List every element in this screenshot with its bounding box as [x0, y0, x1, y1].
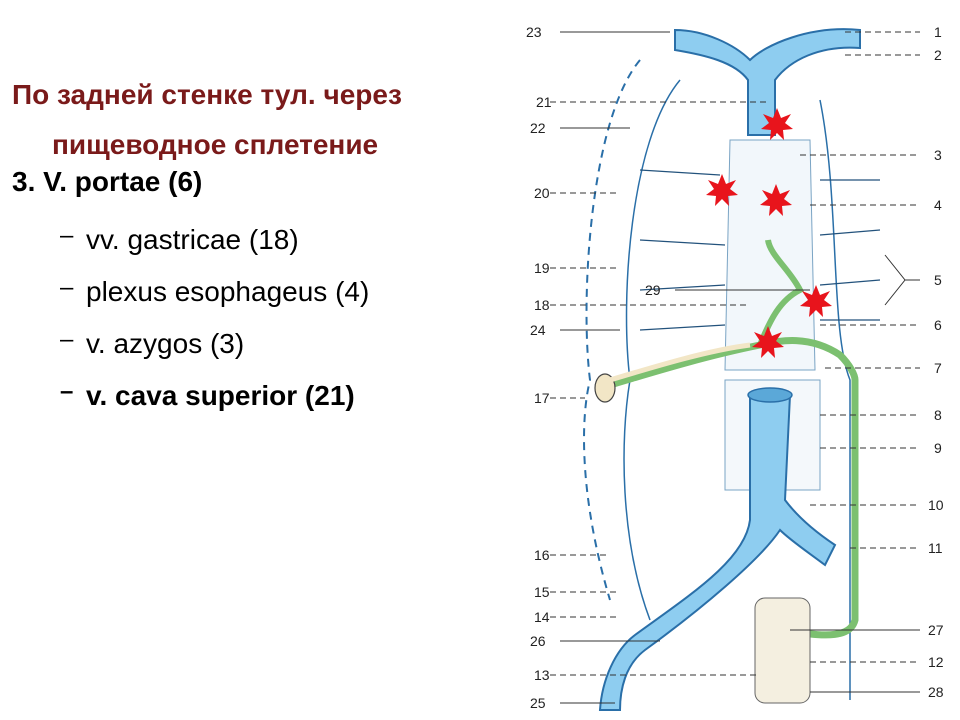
label-8: 8: [934, 407, 942, 423]
label-19: 19: [534, 260, 550, 276]
red-star-marker-3: [760, 184, 792, 216]
label-28: 28: [928, 684, 944, 700]
red-star-marker-2: [706, 174, 738, 206]
list-item: –vv. gastricae (18): [60, 222, 299, 255]
list-item: –v. cava superior (21): [60, 378, 355, 411]
label-22: 22: [530, 120, 546, 136]
label-24: 24: [530, 322, 546, 338]
label-16: 16: [534, 547, 550, 563]
label-27: 27: [928, 622, 944, 638]
intercostal-branches: [639, 169, 881, 331]
section-heading: 3. V. portae (6): [12, 166, 203, 197]
label-23: 23: [526, 24, 542, 40]
label-25: 25: [530, 695, 546, 711]
leader-lines: [550, 31, 920, 676]
vena-cava-inferior: [598, 394, 837, 711]
red-star-marker-5: [752, 326, 784, 358]
body-wall-outline: [623, 79, 681, 621]
label-7: 7: [934, 360, 942, 376]
label-5: 5: [934, 272, 942, 288]
list-item: –plexus esophageus (4): [60, 274, 370, 307]
label-13: 13: [534, 667, 550, 683]
label-11: 11: [928, 540, 943, 556]
label-29: 29: [645, 282, 661, 298]
slide-title: По задней стенке тул. через пищеводное с…: [12, 70, 527, 170]
labels-right: 1 2 3 4 5 6 7 8 9 10 11 12 27 28: [928, 24, 944, 700]
bullet-list: –vv. gastricae (18) –plexus esophageus (…: [60, 218, 369, 426]
red-star-marker-4: [800, 285, 832, 317]
azygos-dashed-outline: [583, 59, 641, 601]
label-1: 1: [934, 24, 942, 40]
label-10: 10: [928, 497, 944, 513]
list-item: –v. azygos (3): [60, 326, 245, 359]
solid-leaders: [560, 31, 920, 704]
label-21: 21: [536, 94, 552, 110]
red-star-marker-1: [761, 108, 793, 140]
title-line-1: По задней стенке тул. через: [12, 79, 402, 110]
rectum-segment: [754, 597, 811, 704]
anatomy-diagram: 23 21 22 20 19 18 24 17 16 15 14 26 13 2…: [526, 24, 944, 711]
label-15: 15: [534, 584, 550, 600]
label-2: 2: [934, 47, 942, 63]
red-stars: [706, 108, 832, 358]
label-9: 9: [934, 440, 942, 456]
title-line-2: пищеводное сплетение: [52, 129, 379, 160]
label-20: 20: [534, 185, 550, 201]
label-12: 12: [928, 654, 944, 670]
label-26: 26: [530, 633, 546, 649]
label-4: 4: [934, 197, 942, 213]
labels-left: 23 21 22 20 19 18 24 17 16 15 14 26 13 2…: [526, 24, 552, 711]
label-3: 3: [934, 147, 942, 163]
vena-cava-superior: [674, 28, 861, 136]
label-18: 18: [534, 297, 550, 313]
right-wall-outline: [819, 99, 851, 700]
label-17: 17: [534, 390, 550, 406]
esophagus-shape: [724, 139, 816, 371]
portocaval-anastomosis: [608, 337, 859, 639]
label-14: 14: [534, 609, 550, 625]
label-6: 6: [934, 317, 942, 333]
